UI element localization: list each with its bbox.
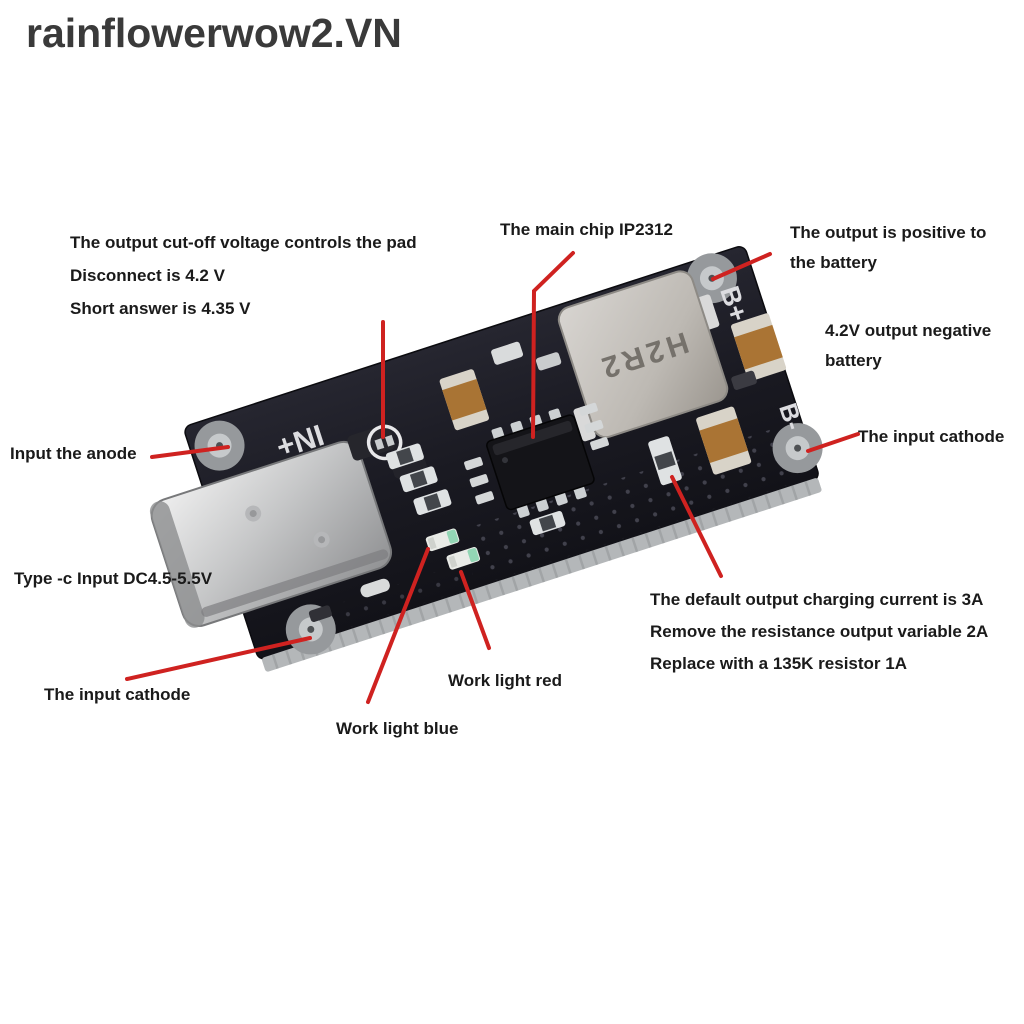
pcb-edge-castellation (261, 477, 823, 673)
callout-line: Remove the resistance output variable 2A (650, 622, 989, 641)
callout-main-chip: The main chip IP2312 (500, 220, 673, 239)
line-input-anode (150, 445, 230, 459)
line-input-cathode-bottom (125, 636, 312, 681)
callout-line: The default output charging current is 3… (650, 590, 984, 609)
capacitor (731, 313, 787, 382)
annotation-lines (125, 251, 860, 704)
mounting-pad-b-minus (772, 423, 823, 474)
capacitor (696, 406, 752, 475)
smd-part (360, 578, 390, 598)
via-grid-small (335, 561, 477, 630)
callout-line: The output is positive to (790, 223, 987, 242)
callout-line: The output cut-off voltage controls the … (70, 233, 417, 252)
usb-c-connector (149, 424, 427, 628)
line-output-positive (711, 252, 772, 281)
callout-input-anode: Input the anode (10, 444, 137, 463)
inductor: H2R2 (557, 270, 729, 442)
watermark: rainflowerwow2.VN (26, 10, 402, 56)
callout-line: 4.2V output negative (825, 321, 992, 340)
callout-input-cathode-bottom: The input cathode (44, 685, 191, 704)
callout-output-positive: The output is positive to the battery (790, 218, 986, 278)
line-work-light-red (459, 570, 491, 650)
smd-part (535, 352, 562, 371)
line-charging-resistor (670, 475, 723, 578)
smd-part (731, 370, 757, 390)
smd-resistor (529, 510, 566, 536)
callout-cutoff-voltage: The output cut-off voltage controls the … (70, 226, 417, 325)
capacitor (439, 369, 490, 431)
work-light-blue-led (425, 528, 460, 552)
smd-part (308, 605, 332, 622)
callout-work-light-blue: Work light blue (336, 719, 459, 738)
callout-line: Disconnect is 4.2 V (70, 266, 225, 285)
callout-input-cathode-right: The input cathode (858, 427, 1005, 446)
callout-line: Replace with a 135K resistor 1A (650, 654, 908, 673)
callout-line: the battery (790, 253, 877, 272)
line-main-chip (531, 251, 575, 439)
callout-type-c-input: Type -c Input DC4.5-5.5V (14, 569, 213, 588)
callout-work-light-red: Work light red (448, 671, 562, 690)
callout-charging-current: The default output charging current is 3… (650, 584, 988, 680)
line-work-light-blue (366, 547, 430, 704)
callout-line: Short answer is 4.35 V (70, 299, 251, 318)
smd-part (491, 341, 524, 365)
current-set-resistor (648, 436, 682, 486)
work-light-red-led (446, 547, 481, 570)
callout-output-negative: 4.2V output negative battery (825, 316, 991, 376)
line-input-cathode-right (806, 432, 860, 453)
callout-line: battery (825, 351, 882, 370)
smd-resistors (385, 443, 452, 515)
